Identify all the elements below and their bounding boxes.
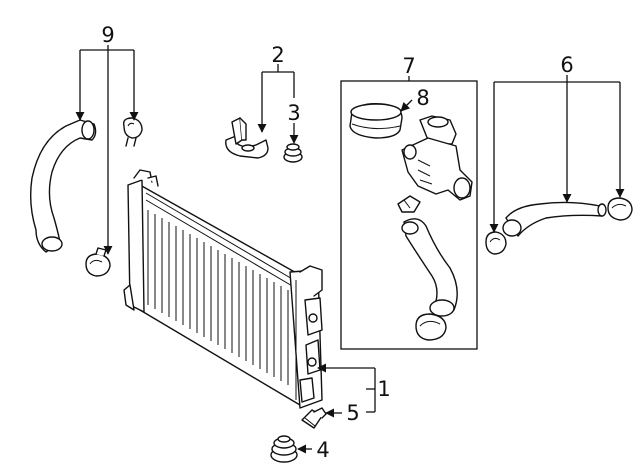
lower-hose-assembly-icon[interactable] — [485, 197, 633, 255]
rubber-insulator-icon[interactable] — [283, 143, 303, 163]
mounting-bracket-icon[interactable] — [225, 117, 269, 159]
callout-8: 8 — [416, 86, 429, 110]
callout-7: 7 — [402, 54, 415, 78]
callout-1: 1 — [377, 377, 390, 401]
callout-5: 5 — [346, 401, 359, 425]
callout-9: 9 — [101, 23, 114, 47]
radiator-icon[interactable] — [123, 169, 323, 409]
callout-3: 3 — [287, 101, 300, 125]
drain-plug-icon[interactable] — [301, 407, 327, 429]
lower-insulator-icon[interactable] — [270, 435, 298, 463]
upper-hose-assembly-icon[interactable] — [29, 117, 143, 277]
reservoir-hose-assembly-icon[interactable] — [397, 115, 473, 341]
reservoir-cap-icon[interactable] — [349, 102, 403, 139]
callout-4: 4 — [316, 438, 329, 462]
callout-6: 6 — [560, 53, 573, 77]
callout-2: 2 — [271, 43, 284, 67]
